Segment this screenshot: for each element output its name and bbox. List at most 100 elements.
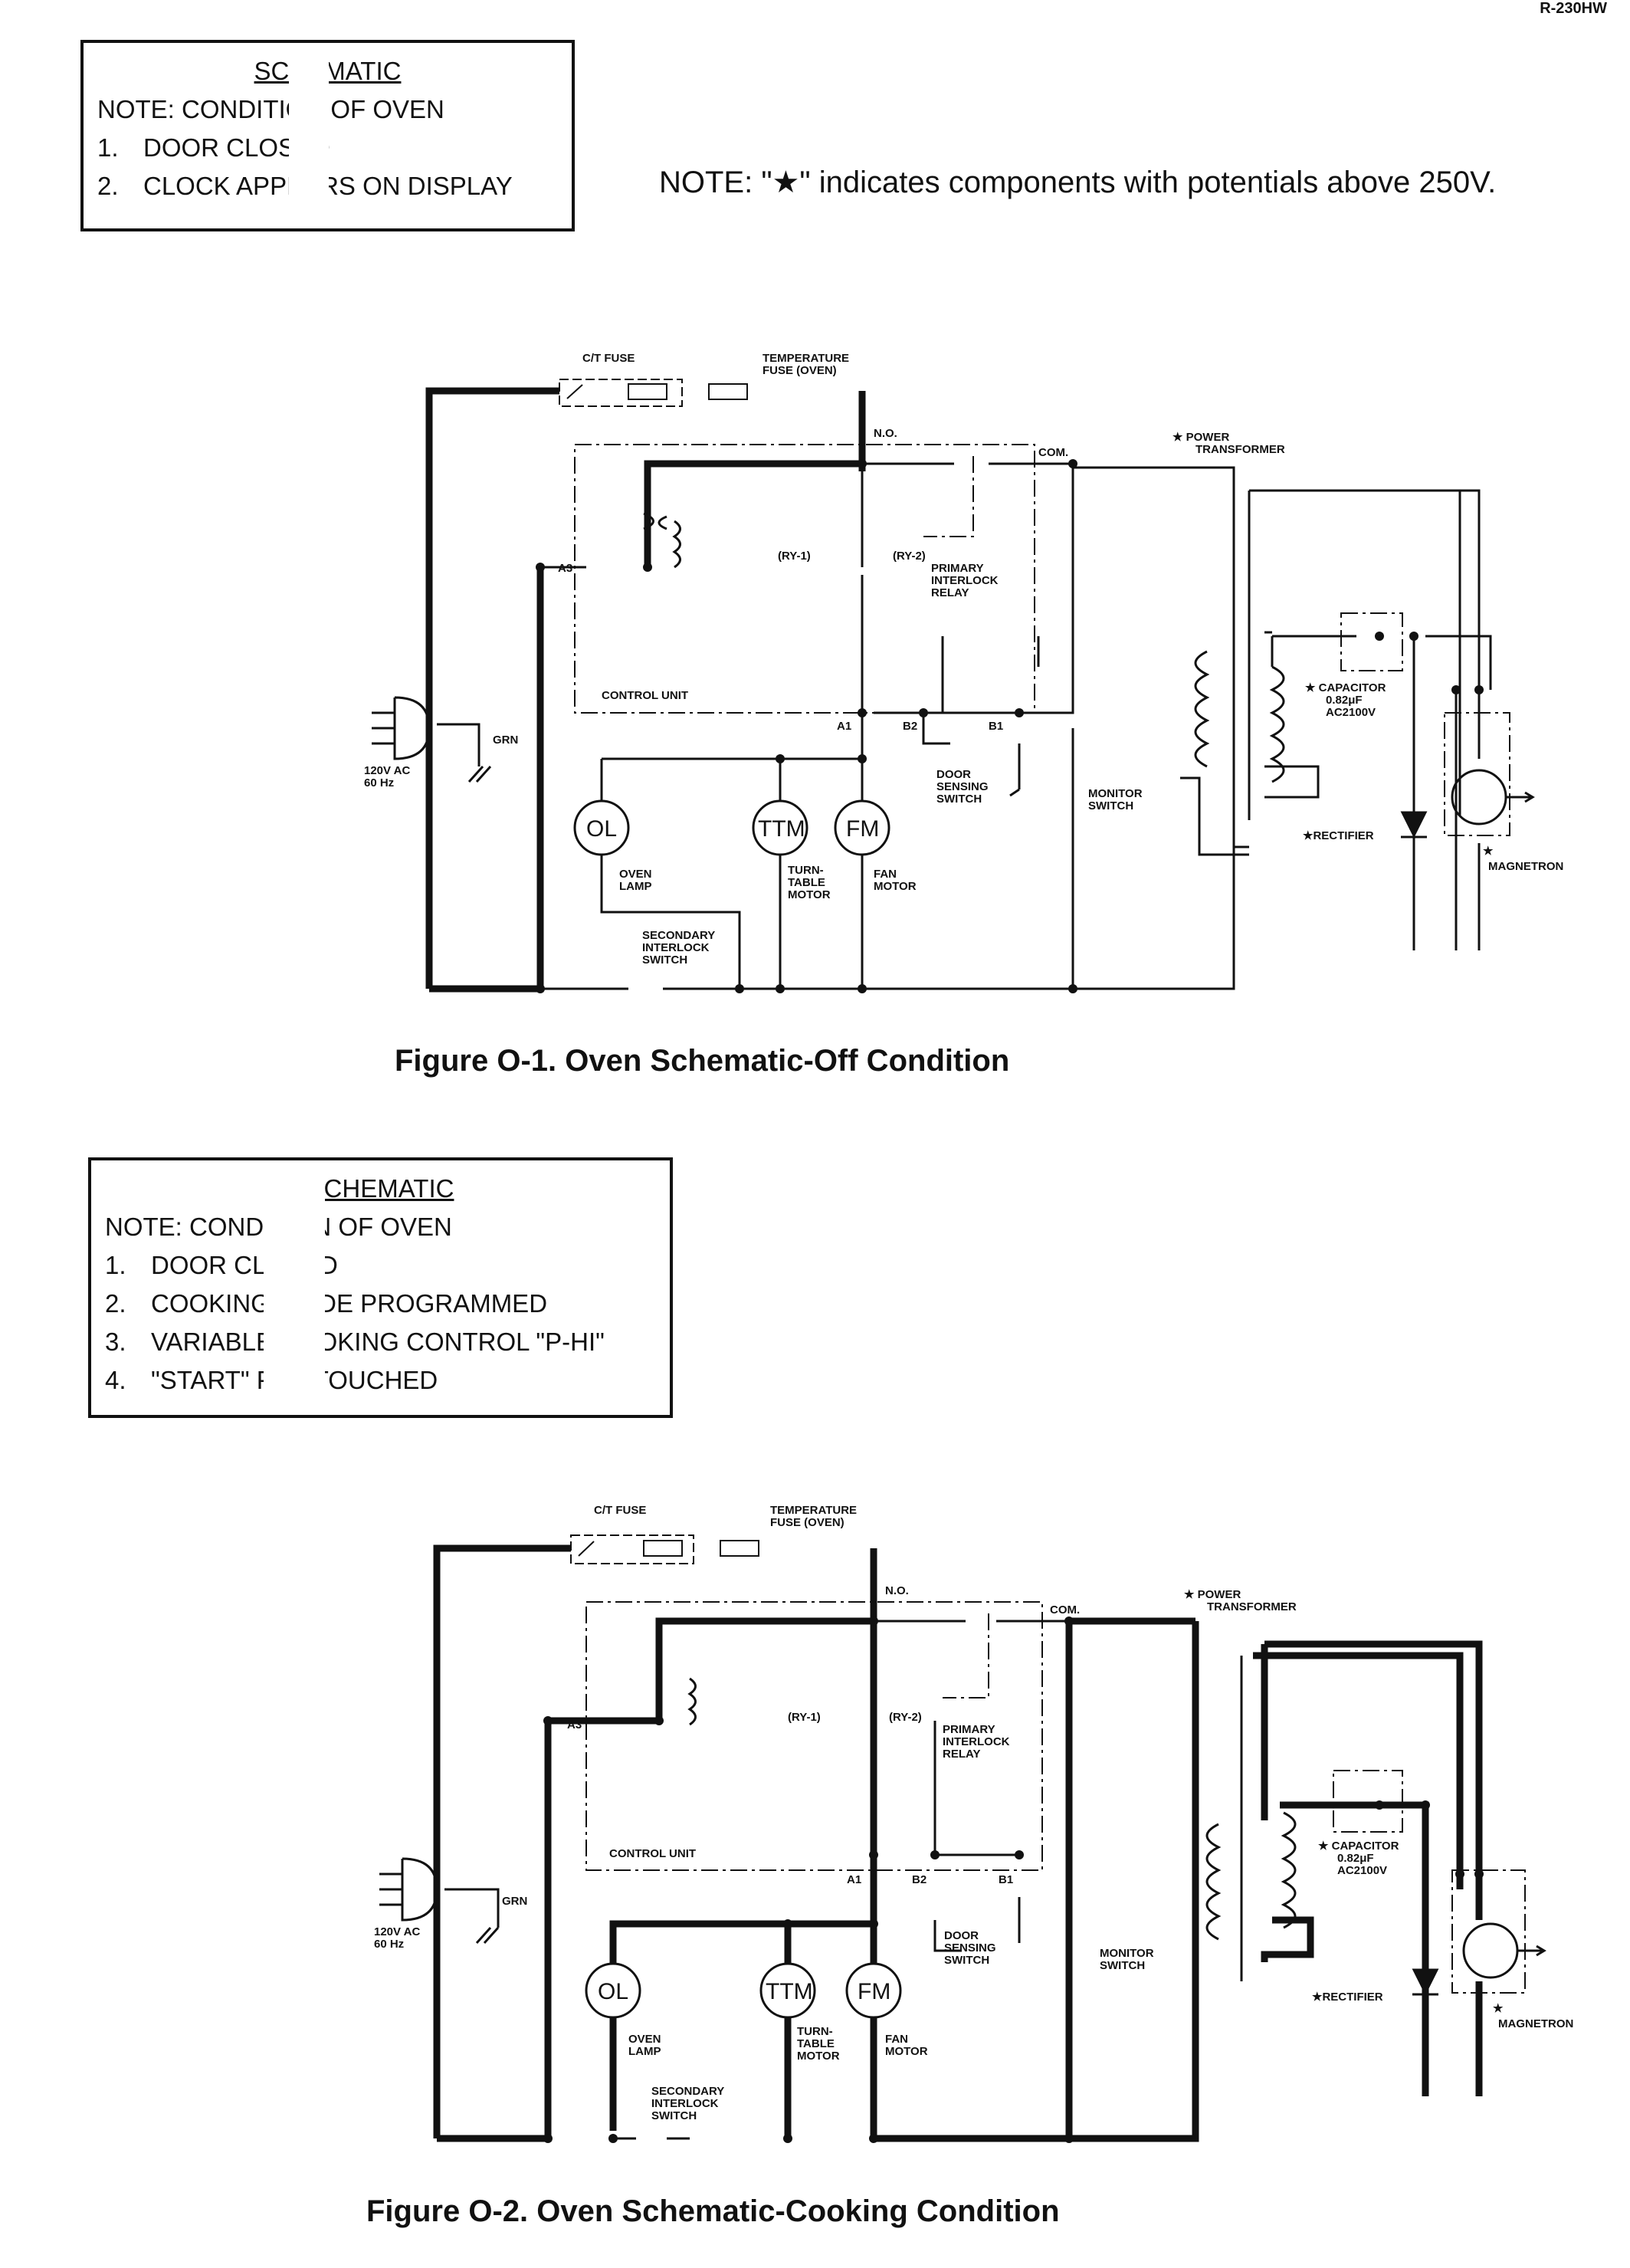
magnetron-tube — [1451, 769, 1535, 825]
com-terminal-label: COM. — [1038, 446, 1068, 459]
star-note: NOTE: "★" indicates components with pote… — [659, 166, 1497, 199]
com-terminal-label: COM. — [1050, 1603, 1080, 1616]
turntable-motor-label: TURN- — [797, 2025, 833, 2038]
schematic-cooking-condition: C/T FUSE TEMPERATURE FUSE (OVEN) N.O. CO… — [374, 1504, 1573, 2143]
b1-terminal-label: B1 — [999, 1873, 1013, 1886]
ct-fuse-label: C/T FUSE — [594, 1504, 646, 1517]
magnetron-star: ★ — [1483, 845, 1494, 858]
rectifier-diode — [1412, 1968, 1439, 1996]
door-sensing-switch-label: SENSING — [944, 1941, 996, 1955]
door-sensing-switch-label: SWITCH — [944, 1954, 989, 1967]
secondary-interlock-switch-label: SWITCH — [642, 953, 687, 967]
magnetron-tube — [1462, 1922, 1546, 1979]
primary-interlock-relay-label: PRIMARY — [931, 562, 984, 575]
transformer-coils — [687, 1677, 1297, 1941]
note-box-title: SCHEMATIC — [307, 1174, 454, 1203]
ry2-label: (RY-2) — [889, 1711, 922, 1724]
fan-motor-label: FAN — [885, 2033, 908, 2046]
torn-gap — [264, 1160, 325, 1406]
fan-motor-label: MOTOR — [874, 880, 917, 893]
note-box-item: 3.VARIABLE COOKING CONTROL "P-HI" — [105, 1323, 656, 1361]
page-header: R-230HW — [1540, 0, 1607, 17]
no-terminal-label: N.O. — [874, 427, 897, 440]
power-transformer-label: ★ POWER — [1172, 431, 1229, 444]
power-plug — [372, 696, 492, 783]
primary-interlock-relay-label: PRIMARY — [943, 1723, 995, 1736]
ground-label: GRN — [493, 734, 518, 747]
turntable-motor-label: TURN- — [788, 864, 824, 877]
turntable-motor-label: TABLE — [788, 876, 825, 889]
secondary-interlock-switch-label: INTERLOCK — [642, 941, 710, 954]
a3-terminal-label: A3 — [558, 562, 572, 575]
fan-motor-label: MOTOR — [885, 2045, 928, 2058]
door-sensing-switch-label: DOOR — [936, 768, 971, 781]
power-transformer-label: TRANSFORMER — [1195, 443, 1285, 456]
capacitor-label: ★ CAPACITOR — [1318, 1840, 1399, 1853]
primary-interlock-relay-label: INTERLOCK — [943, 1735, 1010, 1748]
power-plug — [379, 1857, 500, 1945]
oven-lamp-label: OVEN — [619, 868, 652, 881]
oven-lamp-symbol: OL — [586, 816, 617, 842]
item-number: 1. — [97, 133, 119, 162]
magnetron-star: ★ — [1493, 2002, 1504, 2015]
door-sensing-switch-label: SWITCH — [936, 793, 982, 806]
circuit-nodes — [536, 459, 1484, 993]
motor-group — [573, 799, 890, 856]
monitor-switch-label: MONITOR — [1100, 1947, 1154, 1960]
supply-frequency-label: 60 Hz — [364, 776, 394, 789]
turntable-motor-label: MOTOR — [788, 888, 831, 901]
b1-terminal-label: B1 — [989, 720, 1003, 733]
a1-terminal-label: A1 — [847, 1873, 861, 1886]
fan-motor-symbol: FM — [846, 816, 879, 842]
oven-lamp-label: LAMP — [628, 2045, 661, 2058]
turntable-motor-symbol: TTM — [758, 816, 805, 842]
fan-motor-label: FAN — [874, 868, 897, 881]
circuit-nodes — [543, 1616, 1484, 2143]
motor-group — [585, 1962, 902, 2019]
ct-fuse-label: C/T FUSE — [582, 352, 635, 365]
item-number: 2. — [105, 1289, 126, 1318]
schematic-wiring — [613, 1620, 1243, 2140]
note-box-item: 4."START" PAD TOUCHED — [105, 1361, 656, 1400]
a3-terminal-label: A3 — [567, 1718, 582, 1731]
rectifier-label: ★RECTIFIER — [1303, 829, 1374, 842]
fuse-group — [570, 1534, 759, 1564]
ry1-label: (RY-1) — [778, 550, 811, 563]
capacitor-label: 0.82μF — [1326, 694, 1363, 707]
ground-label: GRN — [502, 1895, 527, 1908]
temperature-fuse-label: FUSE (OVEN) — [763, 364, 837, 377]
b2-terminal-label: B2 — [912, 1873, 927, 1886]
turntable-motor-label: TABLE — [797, 2037, 835, 2050]
supply-voltage-label: 120V AC — [364, 764, 410, 777]
a1-terminal-label: A1 — [837, 720, 851, 733]
item-text: COOKING MODE PROGRAMMED — [151, 1289, 548, 1318]
rectifier-label: ★RECTIFIER — [1312, 1991, 1383, 2004]
transformer-coils — [643, 512, 1285, 783]
item-number: 2. — [97, 172, 119, 200]
control-unit-label: CONTROL UNIT — [609, 1847, 696, 1860]
note-box-condition: NOTE: CONDITION OF OVEN — [97, 95, 444, 123]
item-number: 4. — [105, 1366, 126, 1394]
secondary-interlock-switch-label: SECONDARY — [651, 2085, 724, 2098]
door-sensing-switch-label: SENSING — [936, 780, 989, 793]
rectifier-diode — [1400, 811, 1428, 839]
note-box-condition: NOTE: CONDITION OF OVEN — [105, 1213, 452, 1241]
magnetron-label: MAGNETRON — [1488, 860, 1563, 873]
door-sensing-switch-label: DOOR — [944, 1929, 979, 1942]
figure-caption: Figure O-1. Oven Schematic-Off Condition — [395, 1044, 1010, 1078]
b2-terminal-label: B2 — [903, 720, 917, 733]
turntable-motor-label: MOTOR — [797, 2050, 840, 2063]
monitor-switch-label: SWITCH — [1100, 1959, 1145, 1972]
temperature-fuse-label: TEMPERATURE — [770, 1504, 857, 1517]
temperature-fuse-label: TEMPERATURE — [763, 352, 849, 365]
monitor-switch-label: MONITOR — [1088, 787, 1143, 800]
item-number: 3. — [105, 1328, 126, 1356]
note-box-item: 2. COOKING MODE PROGRAMMED — [105, 1285, 656, 1323]
capacitor-label: 0.82μF — [1337, 1852, 1374, 1865]
primary-interlock-relay-label: RELAY — [943, 1748, 980, 1761]
capacitor-label: AC2100V — [1326, 706, 1376, 719]
schematic-off-condition: C/T FUSE TEMPERATURE FUSE (OVEN) N.O. CO… — [364, 352, 1563, 993]
ry2-label: (RY-2) — [893, 550, 926, 563]
ry1-label: (RY-1) — [788, 1711, 821, 1724]
temperature-fuse-label: FUSE (OVEN) — [770, 1516, 845, 1529]
